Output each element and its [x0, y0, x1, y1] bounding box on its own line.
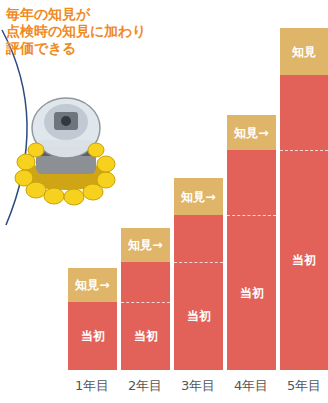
- block-label: 知見→: [121, 237, 170, 253]
- previous-level-line: [121, 302, 170, 303]
- knowledge-block: 知見→: [227, 115, 276, 150]
- robot-illustration: [15, 98, 115, 205]
- year-label: 2年目: [128, 377, 162, 395]
- block-label: 当初: [280, 252, 328, 268]
- initial-block: 当初: [280, 75, 328, 370]
- block-label: 当初: [227, 285, 276, 301]
- block-label: 知見→: [68, 277, 117, 293]
- block-label: 知見→: [227, 125, 276, 141]
- block-label: 当初: [174, 308, 223, 324]
- block-label: 当初: [68, 328, 117, 344]
- previous-level-line: [280, 150, 328, 151]
- knowledge-block: 知見→: [174, 178, 223, 215]
- initial-block: 当初: [174, 215, 223, 370]
- initial-block: 当初: [68, 302, 117, 370]
- block-label: 知見→: [174, 189, 223, 205]
- previous-level-line: [227, 215, 276, 216]
- knowledge-block: 知見→: [121, 228, 170, 262]
- block-label: 知見: [280, 44, 328, 60]
- initial-block: 当初: [121, 262, 170, 370]
- previous-level-line: [174, 262, 223, 263]
- year-label: 3年目: [181, 377, 215, 395]
- guide-curve: [2, 30, 27, 225]
- knowledge-block: 知見→: [68, 268, 117, 302]
- year-label: 5年目: [287, 377, 321, 395]
- knowledge-block: 知見: [280, 28, 328, 75]
- year-label: 1年目: [75, 377, 109, 395]
- heading-text: 毎年の知見が 点検時の知見に加わり 評価できる: [6, 6, 166, 57]
- initial-block: 当初: [227, 150, 276, 370]
- year-label: 4年目: [234, 377, 268, 395]
- block-label: 当初: [121, 328, 170, 344]
